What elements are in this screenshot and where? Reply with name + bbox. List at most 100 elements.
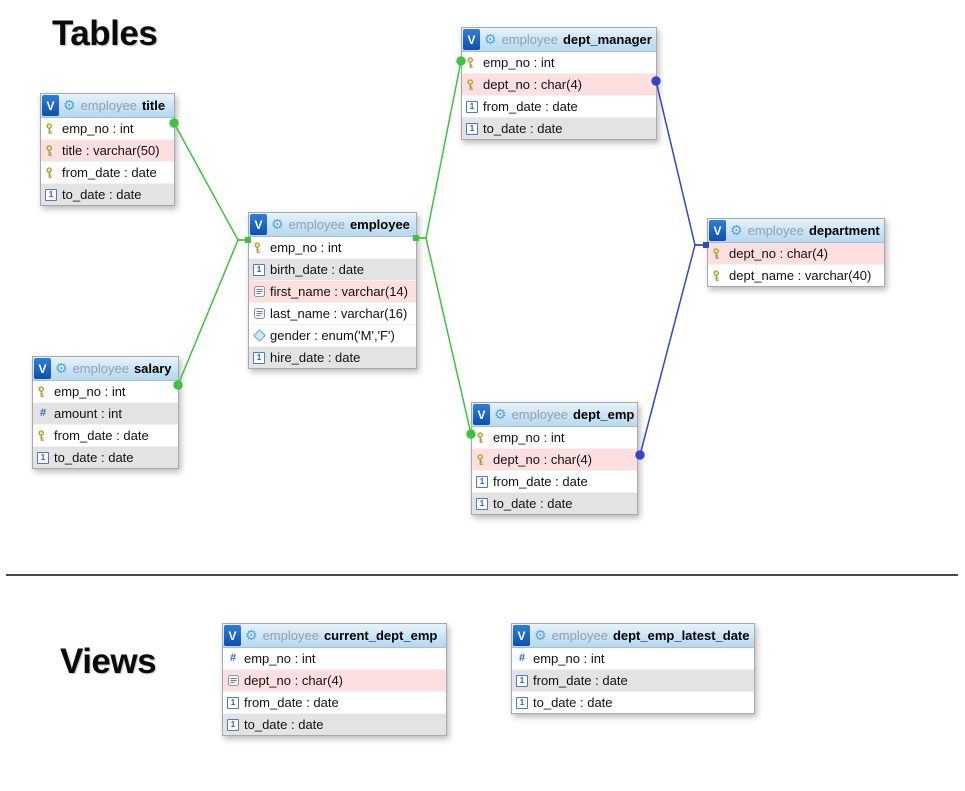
view-badge-icon: V [463, 29, 480, 50]
table-name-label: department [808, 223, 880, 238]
table-header-dept_manager[interactable]: V⚙ employee dept_manager [462, 28, 656, 52]
relationship-line-dept_manager-department [655, 80, 706, 246]
view-badge-icon: V [513, 625, 530, 646]
column-label: title : varchar(50) [62, 143, 160, 158]
calendar-date-icon: 1 [45, 188, 57, 201]
calendar-date-icon: 1 [253, 351, 265, 364]
table-title[interactable]: V⚙ employee title emp_no : int title : varch… [40, 93, 175, 206]
gear-icon: ⚙ [63, 97, 76, 114]
date-icon: 1 [475, 497, 489, 510]
table-name-label: salary [133, 361, 172, 376]
key-icon [44, 122, 58, 135]
column-label: emp_no : int [493, 430, 565, 445]
table-name-label: title [141, 98, 166, 113]
column-label: birth_date : date [270, 262, 364, 277]
key-icon [44, 166, 58, 179]
column-row: first_name : varchar(14) [249, 281, 416, 303]
gear-icon: ⚙ [484, 31, 497, 48]
schema-label: employee [288, 217, 345, 232]
column-label: to_date : date [483, 121, 563, 136]
numeric-hash-icon: # [229, 652, 237, 664]
column-row: gender : enum('M','F') [249, 325, 416, 347]
views-section-heading: Views [60, 642, 157, 681]
date-icon: 1 [226, 718, 240, 731]
column-row: emp_no : int [249, 237, 416, 259]
tables-section-heading: Tables [52, 14, 158, 53]
schema-label: employee [511, 407, 568, 422]
column-label: to_date : date [54, 450, 134, 465]
calendar-date-icon: 1 [476, 475, 488, 488]
column-label: amount : int [54, 406, 122, 421]
enum-icon [252, 329, 266, 342]
column-label: gender : enum('M','F') [270, 328, 395, 343]
column-label: dept_no : char(4) [483, 77, 583, 92]
table-name-label: dept_manager [562, 32, 652, 47]
date-icon: 1 [515, 696, 529, 709]
relationship-line-dept_emp-department [639, 244, 706, 456]
calendar-date-icon: 1 [227, 696, 239, 709]
column-row: #emp_no : int [223, 648, 446, 670]
column-row: emp_no : int [462, 52, 656, 74]
date-icon: 1 [252, 351, 266, 364]
schema-label: employee [80, 98, 137, 113]
schema-label: employee [501, 32, 558, 47]
date-icon: 1 [226, 696, 240, 709]
relationship-line-dept_emp-employee [416, 237, 472, 435]
view-badge-icon: V [42, 95, 59, 116]
schema-label: employee [551, 628, 608, 643]
calendar-date-icon: 1 [466, 122, 478, 135]
column-label: emp_no : int [62, 121, 134, 136]
column-row: 1 birth_date : date [249, 259, 416, 281]
column-label: to_date : date [493, 496, 573, 511]
column-row: title : varchar(50) [41, 140, 174, 162]
view-badge-icon: V [709, 220, 726, 241]
column-row: 1 to_date : date [223, 714, 446, 735]
key-icon [475, 453, 489, 466]
gear-icon: ⚙ [271, 216, 284, 233]
relationship-line-title-employee [173, 122, 248, 241]
column-row: from_date : date [41, 162, 174, 184]
column-label: dept_no : char(4) [729, 246, 829, 261]
column-row: last_name : varchar(16) [249, 303, 416, 325]
schema-label: employee [747, 223, 804, 238]
column-row: # amount : int [33, 403, 178, 425]
column-label: dept_no : char(4) [244, 673, 344, 688]
view-badge-icon: V [34, 358, 51, 379]
column-row: dept_no : char(4) [472, 449, 637, 471]
column-row: from_date : date [33, 425, 178, 447]
calendar-date-icon: 1 [37, 451, 49, 464]
column-label: from_date : date [493, 474, 588, 489]
table-dept_manager[interactable]: V⚙ employee dept_manager emp_no : int dept_n… [461, 27, 657, 140]
int-icon: # [226, 648, 240, 669]
calendar-date-icon: 1 [253, 263, 265, 276]
relationship-line-salary-employee [177, 239, 248, 386]
view-badge-icon: V [224, 625, 241, 646]
table-header-title[interactable]: V⚙ employee title [41, 94, 174, 118]
numeric-hash-icon: # [39, 407, 47, 419]
column-row: dept_name : varchar(40) [708, 265, 884, 286]
column-label: emp_no : int [270, 240, 342, 255]
column-label: to_date : date [244, 717, 324, 732]
view-badge-icon: V [473, 404, 490, 425]
column-label: emp_no : int [533, 651, 605, 666]
key-icon [711, 247, 725, 260]
key-icon [465, 56, 479, 69]
schema-label: employee [72, 361, 129, 376]
column-row: dept_no : char(4) [708, 243, 884, 265]
date-icon: 1 [44, 188, 58, 201]
column-row: dept_no : char(4) [462, 74, 656, 96]
